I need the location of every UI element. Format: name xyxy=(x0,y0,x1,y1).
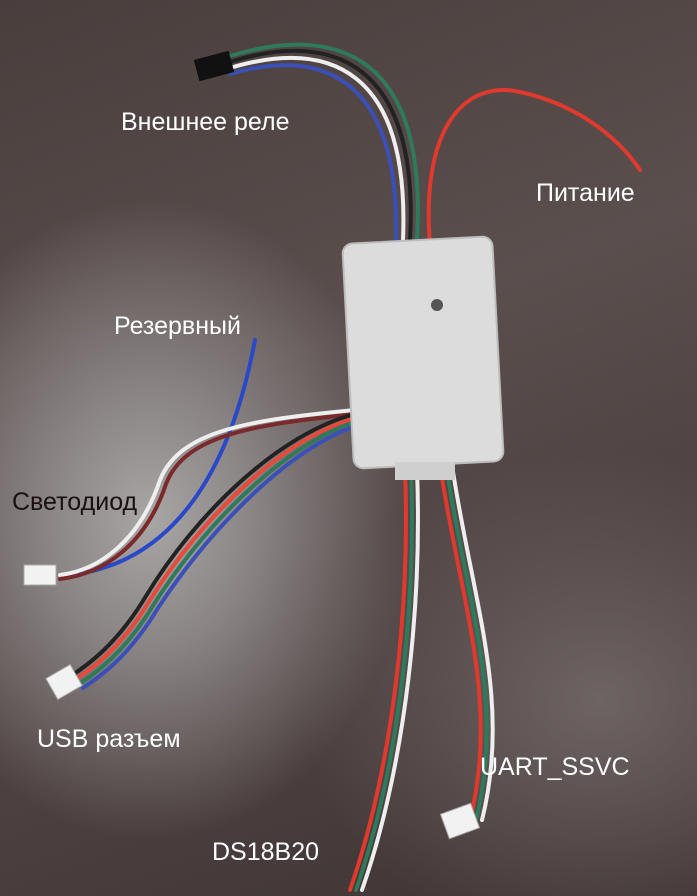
relay-connector xyxy=(193,50,235,82)
relay-wire xyxy=(228,48,413,242)
usb-wire xyxy=(73,416,357,682)
reserve-wire xyxy=(68,338,257,577)
power-wire xyxy=(426,88,642,247)
relay-wire xyxy=(228,42,420,242)
uart-wire xyxy=(444,463,489,822)
device-enclosure xyxy=(341,235,505,470)
label-power: Питание xyxy=(536,179,635,207)
led-wire xyxy=(58,408,357,577)
relay-wire xyxy=(228,56,406,242)
uart-wire xyxy=(450,463,495,822)
label-relay: Внешнее реле xyxy=(121,108,290,136)
usb-wire xyxy=(69,412,357,678)
uart-connector xyxy=(439,802,481,840)
usb-connector xyxy=(45,663,83,701)
ds18b20-wire xyxy=(348,468,408,892)
label-usb: USB разъем xyxy=(37,725,181,753)
label-ds18b20: DS18B20 xyxy=(212,838,320,866)
enclosure-base xyxy=(395,462,455,480)
usb-wire xyxy=(77,420,357,686)
label-uart: UART_SSVC xyxy=(480,753,630,781)
relay-wire xyxy=(228,63,399,242)
usb-wire xyxy=(81,424,357,690)
indicator-led xyxy=(431,299,443,311)
led-wire xyxy=(58,412,357,581)
ds18b20-wire xyxy=(354,468,414,892)
ds18b20-wire xyxy=(360,468,420,892)
uart-wire xyxy=(438,463,483,822)
led-connector xyxy=(23,564,57,586)
label-reserve: Резервный xyxy=(114,312,241,340)
label-led: Светодиод xyxy=(12,488,138,516)
